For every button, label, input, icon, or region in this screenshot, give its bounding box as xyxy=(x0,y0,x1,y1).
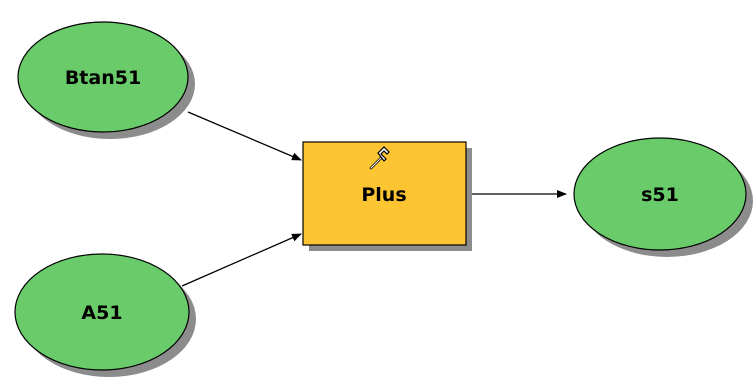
node-label-s51: s51 xyxy=(641,184,679,206)
node-label-a51: A51 xyxy=(81,302,122,324)
input-node-btan51[interactable]: Btan51 xyxy=(17,21,195,139)
node-label-btan51: Btan51 xyxy=(65,67,141,89)
connector-a51-to-plus xyxy=(181,233,302,287)
node-label-plus: Plus xyxy=(361,184,406,206)
tool-node-plus[interactable]: Plus xyxy=(302,141,472,251)
node-shape xyxy=(17,21,189,133)
input-node-a51[interactable]: A51 xyxy=(14,253,196,377)
output-node-s51[interactable]: s51 xyxy=(573,137,753,257)
hammer-icon xyxy=(369,146,390,170)
node-shape xyxy=(14,253,190,371)
connector-btan51-to-plus xyxy=(187,111,302,161)
node-shape xyxy=(573,137,747,251)
